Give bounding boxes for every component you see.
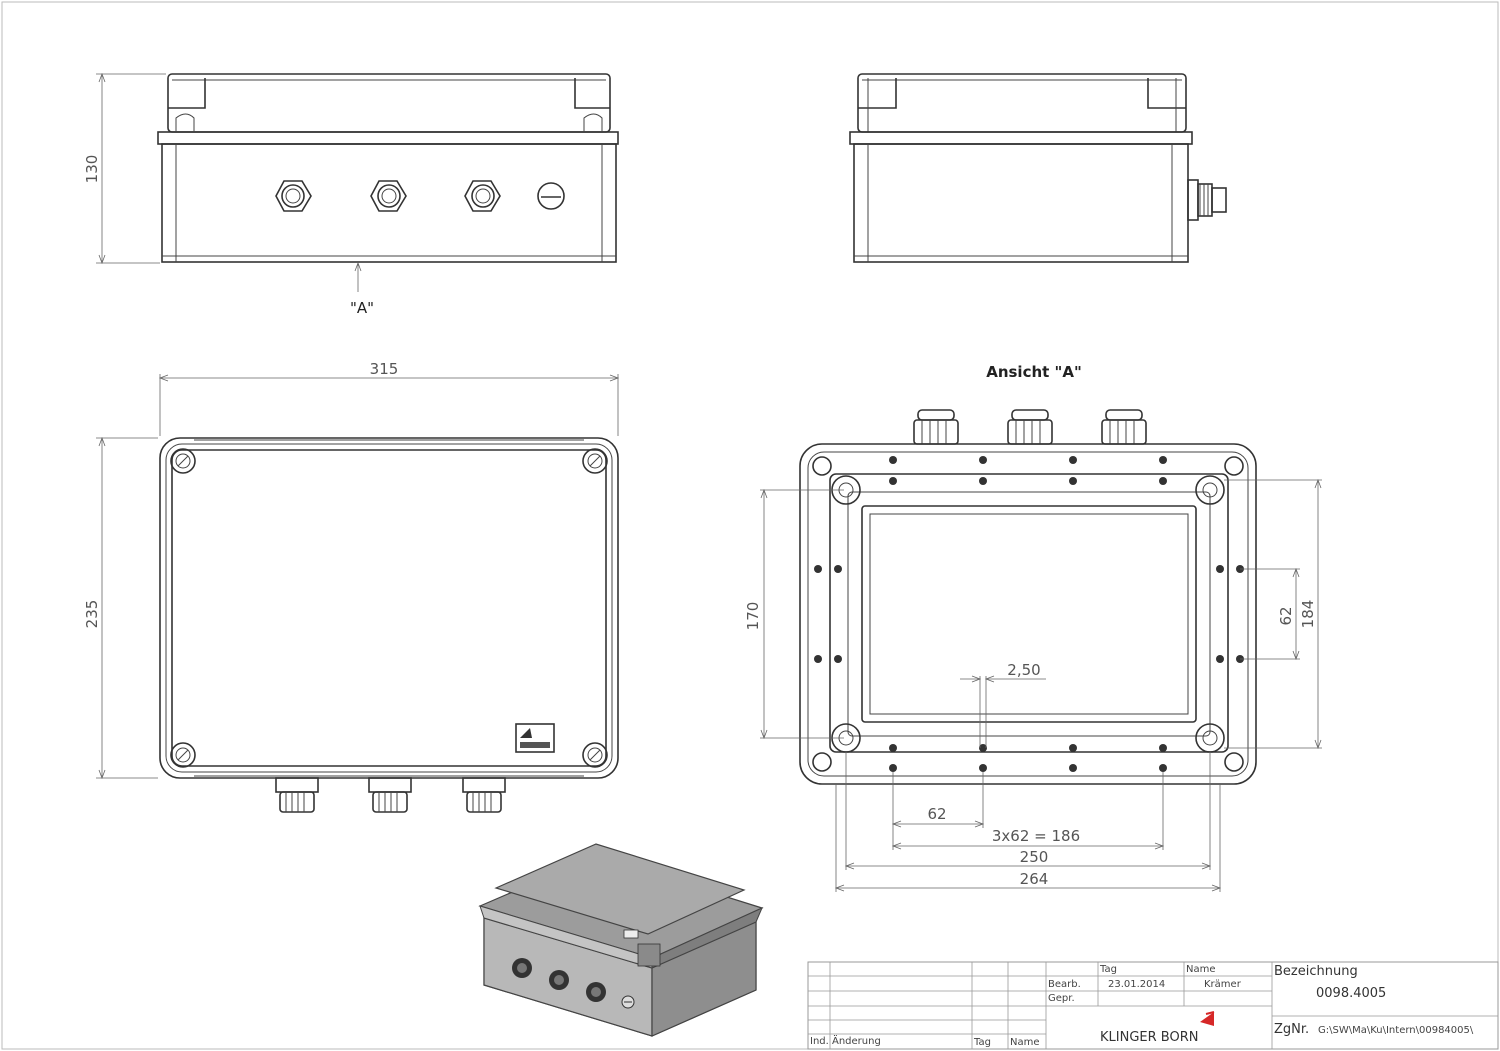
company-logo-icon: [1200, 1011, 1215, 1026]
dim-170: 170: [744, 602, 762, 631]
side-view: [849, 73, 1227, 263]
cable-gland-3: [464, 180, 501, 212]
top-gland-1: [275, 777, 319, 813]
base-boss-tr: [1195, 475, 1225, 505]
tb-bezeichnung-label: Bezeichnung: [1274, 964, 1358, 979]
dim-3x62: 3x62 = 186: [992, 827, 1080, 845]
dim-62-right: 62: [1277, 606, 1295, 625]
ansicht-a-title: Ansicht "A": [986, 363, 1082, 381]
tb-col-name: Name: [1186, 964, 1216, 975]
side-gland: [1187, 179, 1227, 221]
dim-depth-235: 235: [83, 600, 101, 629]
vent-plug: [537, 182, 565, 210]
tb-bearb-date: 23.01.2014: [1108, 979, 1165, 990]
tb-zgnr-label: ZgNr.: [1274, 1022, 1309, 1037]
tb-col-tag: Tag: [1099, 964, 1117, 975]
top-gland-3: [462, 777, 506, 813]
cable-gland-2: [370, 180, 407, 212]
top-gland-2: [368, 777, 412, 813]
base-gland-1: [913, 409, 959, 445]
isometric-view: [478, 843, 764, 1037]
base-view: Ansicht "A": [744, 363, 1322, 892]
lid-screw-br: [582, 742, 608, 768]
base-gland-3: [1101, 409, 1147, 445]
tb-name-bottom: Name: [1010, 1037, 1040, 1048]
tb-bezeichnung-value: 0098.4005: [1316, 986, 1386, 1001]
tb-gepr-label: Gepr.: [1048, 993, 1075, 1004]
cable-gland-1: [275, 180, 312, 212]
top-view: 315 235: [83, 360, 620, 813]
dim-2-50: 2,50: [1007, 661, 1040, 679]
front-view: 130 "A": [83, 72, 619, 317]
tb-zgnr-value: G:\SW\Ma\Ku\Intern\00984005\: [1318, 1025, 1474, 1036]
base-gland-2: [1007, 409, 1053, 445]
tb-bearb-name: Krämer: [1204, 979, 1242, 990]
tb-bearb-label: Bearb.: [1048, 979, 1081, 990]
dim-184: 184: [1299, 600, 1317, 629]
view-a-marker: "A": [350, 299, 374, 317]
tb-company: KLINGER BORN: [1100, 1030, 1198, 1045]
title-block: Tag Name Bearb. 23.01.2014 Krämer Gepr. …: [807, 961, 1499, 1050]
lid-label-logo: [515, 723, 555, 753]
tb-ind-label: Ind.: [810, 1036, 829, 1047]
tb-aenderung-label: Änderung: [832, 1034, 881, 1047]
dim-250: 250: [1020, 848, 1049, 866]
dim-62-bottom: 62: [927, 805, 946, 823]
lid-screw-tr: [582, 448, 608, 474]
mounting-slots-top: [814, 456, 1244, 772]
dim-height-130: 130: [83, 155, 101, 184]
dim-264: 264: [1020, 870, 1049, 888]
lid-screw-tl: [170, 448, 196, 474]
dim-width-315: 315: [370, 360, 399, 378]
tb-tag-bottom: Tag: [973, 1037, 991, 1048]
lid-screw-bl: [170, 742, 196, 768]
